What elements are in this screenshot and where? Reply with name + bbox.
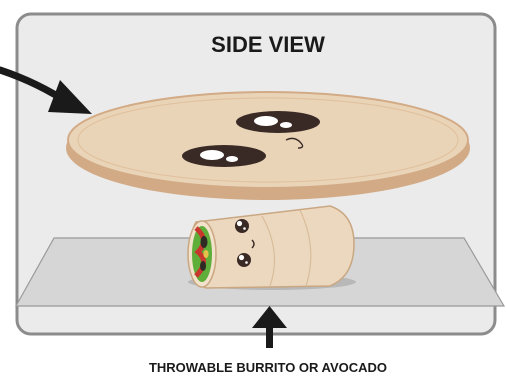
caption-label: THROWABLE BURRITO OR AVOCADO (149, 360, 387, 375)
panel-title: SIDE VIEW (211, 32, 325, 57)
tortilla-table (66, 92, 470, 200)
